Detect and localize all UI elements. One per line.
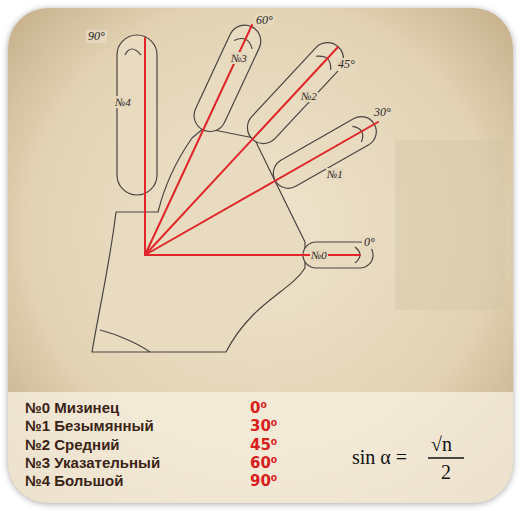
- angle-value: 30⁰: [250, 418, 277, 435]
- angle-label: 45°: [336, 58, 357, 71]
- angle-value: 60⁰: [250, 455, 277, 472]
- wrist-crease: [100, 330, 150, 352]
- finger-number: №2: [300, 90, 318, 102]
- finger-number: №4: [114, 96, 132, 108]
- finger-number: №1: [326, 168, 344, 180]
- page-shadow: [395, 140, 505, 310]
- angle-value: 0⁰: [250, 400, 267, 417]
- ray: [145, 122, 378, 255]
- finger-number: №0: [310, 249, 328, 261]
- hand-sketch: [92, 20, 382, 352]
- angle-label: 90°: [86, 30, 107, 43]
- angle-value: 45⁰: [250, 437, 277, 454]
- finger-number: №3: [230, 52, 248, 64]
- finger-name: №0 Мизинец: [25, 400, 119, 417]
- angle-label: 60°: [254, 14, 275, 27]
- table-panel: [8, 392, 513, 503]
- angle-label: 30°: [372, 106, 393, 119]
- formula-denominator: 2: [441, 461, 451, 483]
- fraction-bar: [428, 457, 464, 458]
- formula-lhs: sin α =: [352, 446, 407, 468]
- thumb: [117, 35, 157, 195]
- ray: [145, 25, 252, 255]
- finger-name: №4 Большой: [25, 473, 123, 490]
- formula-numerator: √n: [431, 433, 452, 455]
- finger-name: №2 Средний: [25, 437, 120, 454]
- angle-label: 0°: [362, 236, 377, 249]
- card-content: [8, 20, 513, 503]
- finger-name: №1 Безымянный: [25, 418, 154, 435]
- angle-rays: [145, 25, 378, 255]
- ray: [144, 38, 146, 255]
- angle-value: 90⁰: [250, 473, 277, 490]
- ray: [145, 47, 338, 255]
- finger-name: №3 Указательный: [25, 455, 160, 472]
